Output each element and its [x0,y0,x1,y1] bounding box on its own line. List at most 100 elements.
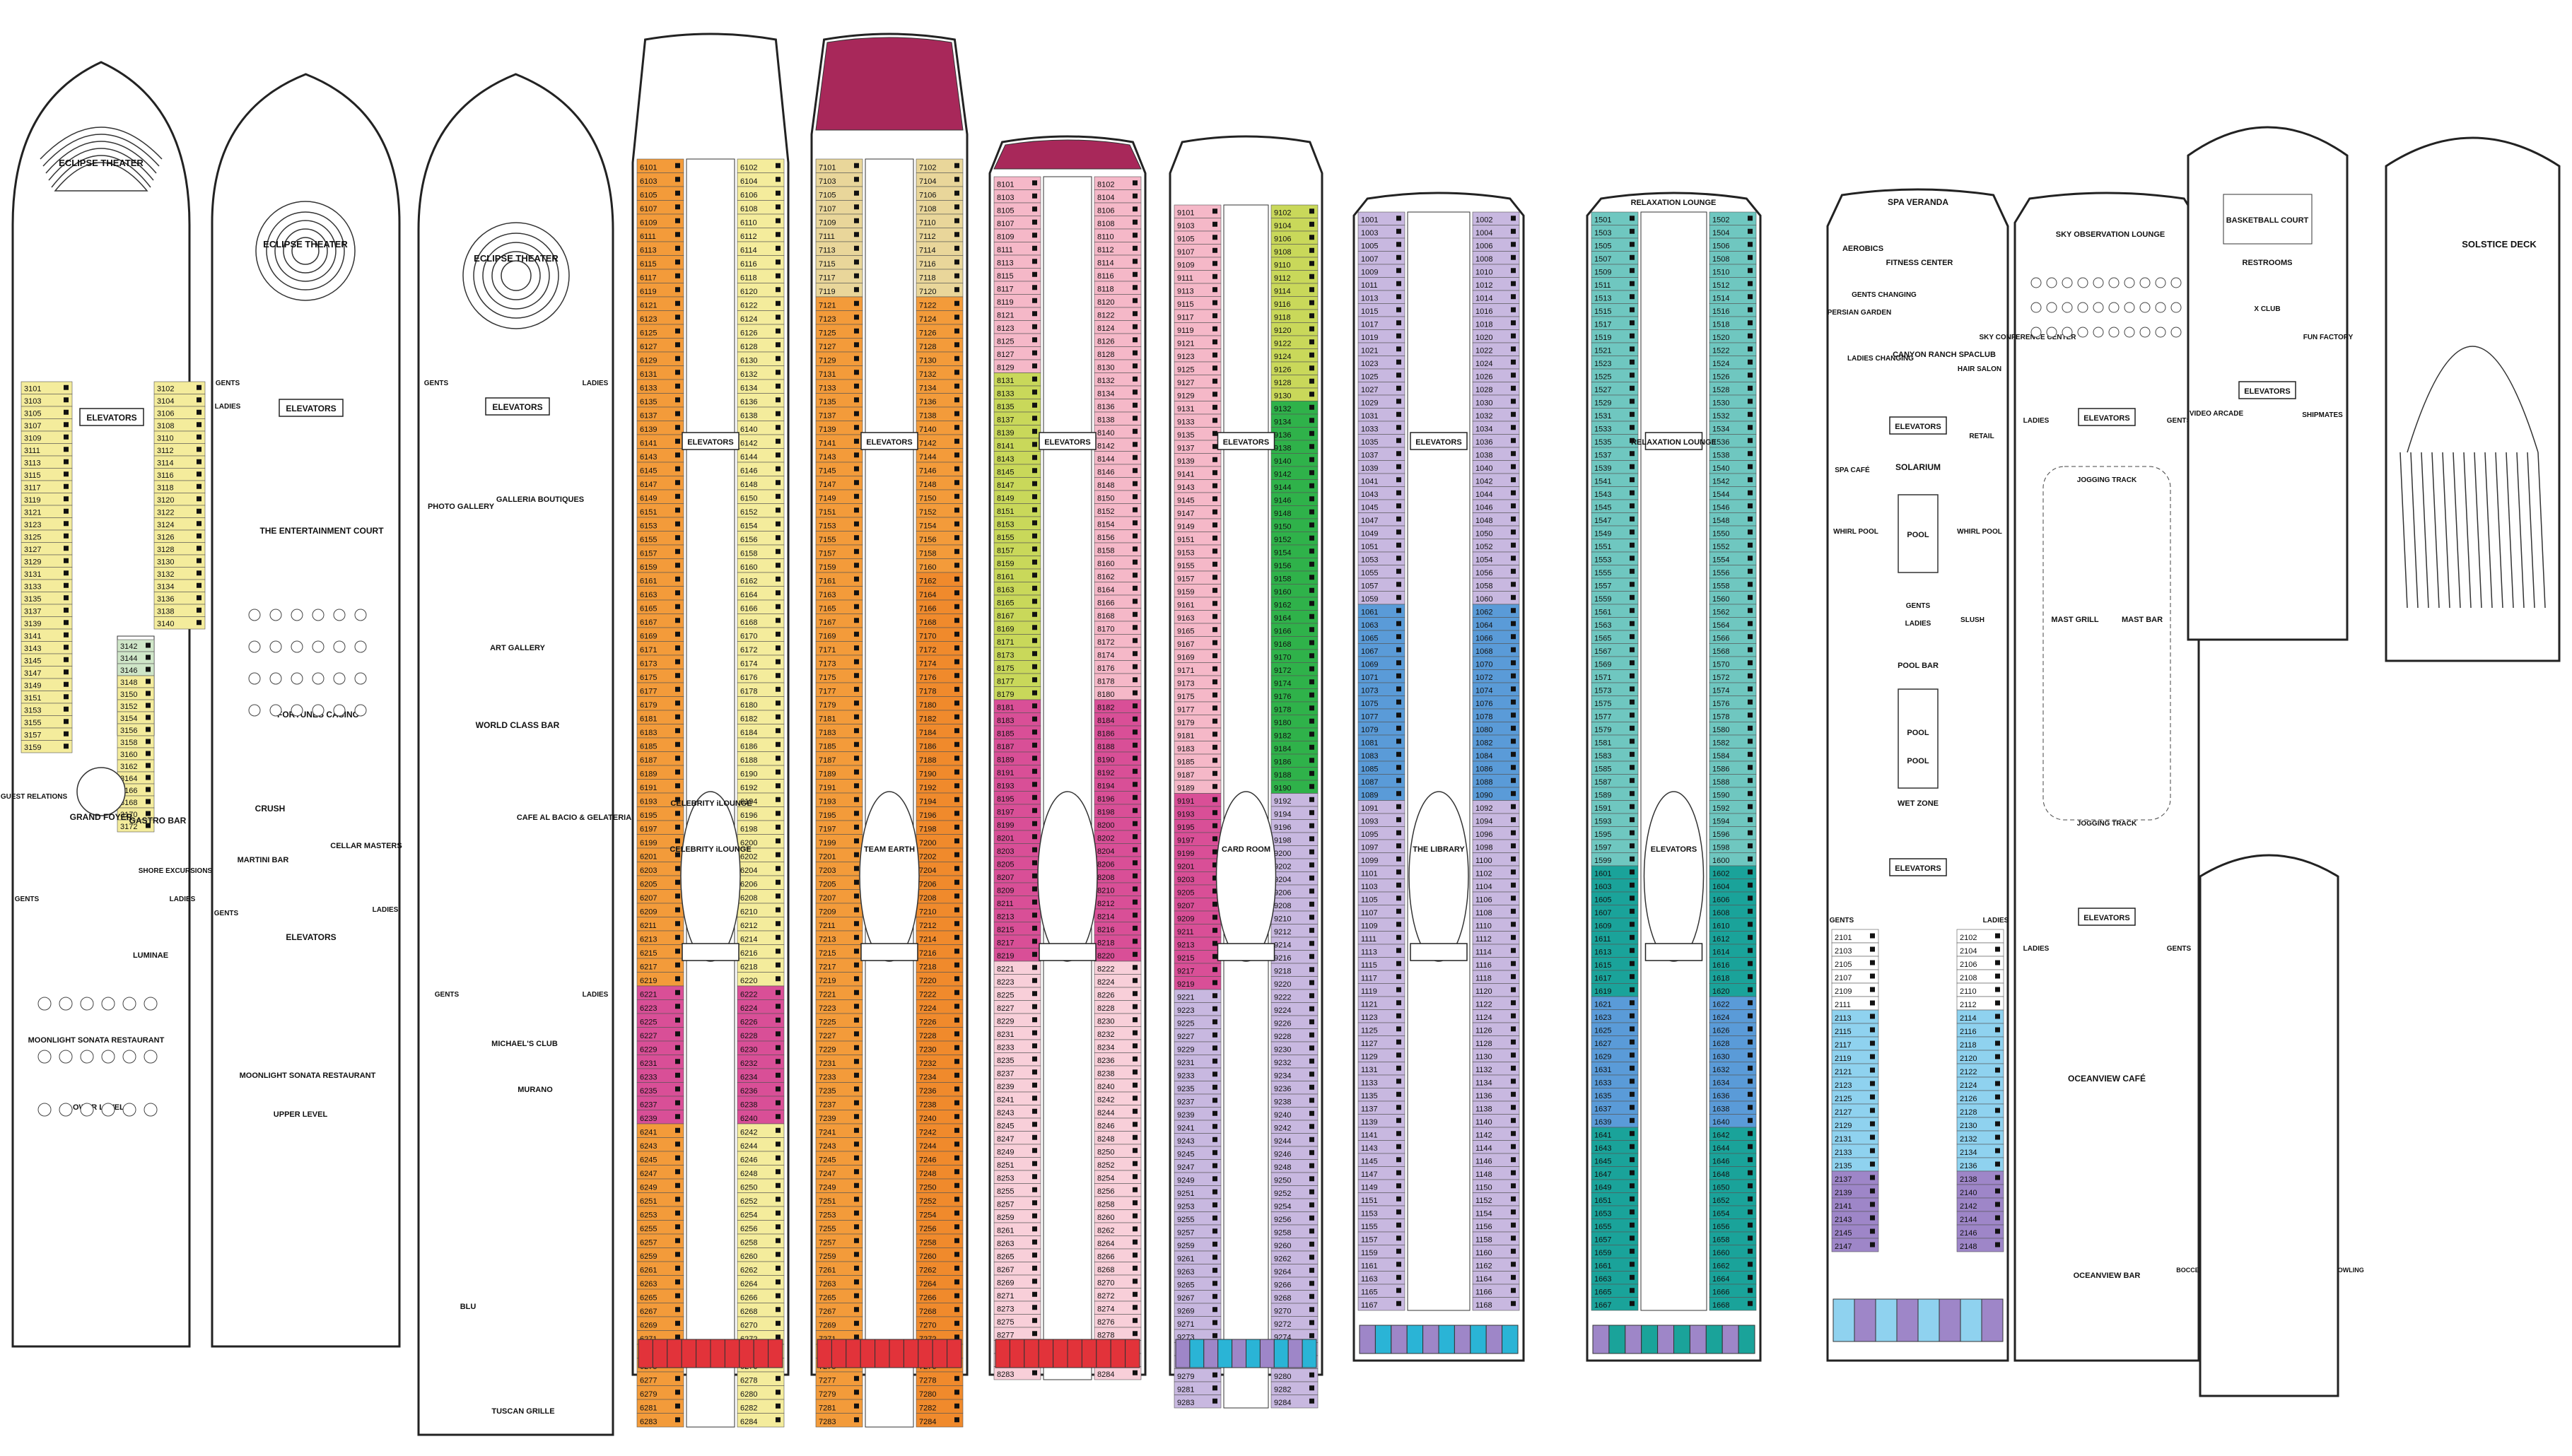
cabin-marker [1511,948,1516,953]
cabin-number: 7284 [919,1418,936,1426]
cabin-number: 6197 [640,826,657,834]
cabin-number: 9211 [1177,928,1194,937]
cabin-marker [1870,1040,1875,1046]
cabin-marker [954,548,959,554]
cabin-marker [1133,1200,1138,1206]
cabin-number: 2136 [1960,1162,1977,1170]
cabin-number: 7259 [819,1252,836,1261]
cabin-marker [1870,1094,1875,1100]
cabin-number: 6268 [740,1308,757,1316]
cabin-marker [1133,912,1138,918]
cabin-number: 8120 [1097,298,1114,307]
atrium [1408,791,1469,962]
cabin-number: 1618 [1712,975,1729,983]
cabin-number: 8211 [997,900,1014,908]
cabin-marker [854,811,859,816]
cabin-marker [1630,1301,1635,1306]
cabin-marker [854,480,859,486]
cabin-number: 1037 [1361,452,1378,460]
cabin-marker [1396,464,1401,469]
cabin-number: 3109 [24,435,41,443]
cabin-marker [675,783,680,789]
cabin-marker [675,1045,680,1050]
table [269,672,282,685]
cabin-marker [1995,1027,2000,1033]
cabin-number: 8197 [997,809,1014,817]
cabin-number: 1535 [1594,438,1611,447]
cabin-marker [854,328,859,334]
cabin-number: 1128 [1475,1040,1492,1048]
cabin-marker [197,483,201,489]
cabin-marker [1630,751,1635,757]
cabin-number: 7176 [919,674,936,682]
cabin-marker [1032,1096,1037,1101]
cabin-marker [1396,242,1401,247]
cabin-marker [776,425,781,430]
cabin-number: 6239 [640,1115,657,1123]
cabin-number: 7171 [819,646,836,654]
cabin-marker [1133,1056,1138,1062]
cabin-marker [675,1100,680,1105]
pool [1898,688,1939,789]
cabin-number: 7187 [819,756,836,765]
cabin-marker [776,1127,781,1133]
cabin-number: 8204 [1097,847,1114,856]
cabin-number: 7104 [919,177,936,186]
cabin-marker [1748,987,1753,992]
cabin-number: 6270 [740,1322,757,1330]
deck-3: ECLIPSE THEATER3101310331053107310931113… [1,61,213,1348]
cabin-marker [675,700,680,706]
cabin-number: 8144 [1097,455,1114,464]
cabin-marker [954,1403,959,1409]
cabin-number: 6225 [640,1018,657,1027]
cabin-number: 8238 [1097,1070,1114,1079]
cabin-marker [1396,647,1401,652]
cabin-marker [1212,953,1217,959]
cabin-marker [1630,1000,1635,1006]
cabin-number: 3117 [24,484,41,493]
cabin-number: 8252 [1097,1161,1114,1170]
cabin-marker [1748,307,1753,312]
cabin-marker [675,673,680,679]
stern-cabin [1246,1339,1261,1368]
cabin-number: 7164 [919,591,936,599]
cabin-number: 6139 [640,425,657,434]
cabin-number: 8167 [997,612,1014,621]
cabin-number: 6179 [640,701,657,710]
cabin-marker [1748,1262,1753,1267]
cabin-marker [1212,653,1217,659]
table [291,640,303,653]
cabin-marker [854,852,859,857]
cabin-marker [1212,849,1217,855]
cabin-number: 8118 [1097,286,1114,294]
cabin-marker [954,783,959,789]
cabin-marker [854,962,859,968]
cabin-marker [1630,411,1635,417]
cabin-number: 6111 [640,233,656,241]
cabin-marker [854,1072,859,1078]
cabin-number: 1062 [1475,609,1492,617]
cabin-marker [1309,378,1314,384]
cabin-number: 6282 [740,1404,757,1413]
cabin-marker [1133,1148,1138,1153]
stern-cabin [1406,1325,1424,1354]
cabin-marker [1396,751,1401,757]
cabin-marker [854,1059,859,1064]
cabin-marker [776,328,781,334]
cabin-marker [1511,830,1516,835]
cabin-marker [1212,1098,1217,1103]
cabin-marker [1870,1081,1875,1086]
cabin-number: 1163 [1361,1275,1378,1284]
cabin-number: 8194 [1097,782,1114,791]
cabin-marker [1032,416,1037,421]
deck-label: THE ENTERTAINMENT COURT [259,526,384,536]
cabin-marker [1396,1079,1401,1084]
cabin-marker [1396,1131,1401,1137]
deck-label: CANYON RANCH SPACLUB [1893,351,1996,359]
cabin-number: 3147 [24,669,41,678]
table [312,640,325,653]
cabin-marker [64,384,69,390]
cabin-number: 1019 [1361,334,1378,342]
cabin-number: 1656 [1712,1223,1729,1231]
cabin-marker [1032,1305,1037,1310]
